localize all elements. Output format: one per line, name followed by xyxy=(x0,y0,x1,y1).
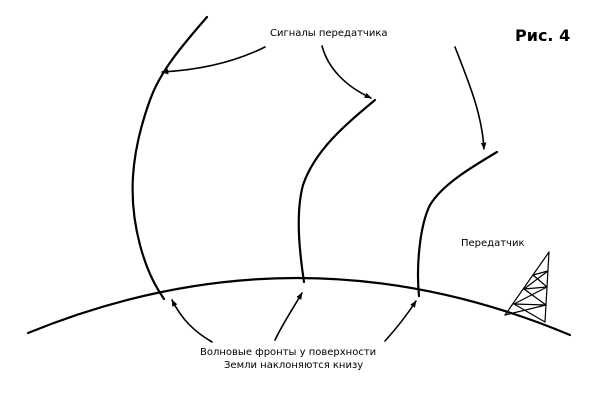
wavefront-arrow-1 xyxy=(171,299,213,343)
figure-label: Рис. 4 xyxy=(515,26,570,45)
wavefront-1 xyxy=(131,15,209,301)
earth-surface xyxy=(26,276,572,337)
transmitter-label: Передатчик xyxy=(461,238,525,249)
transmitter-tower-icon xyxy=(504,251,550,323)
wavefront-3 xyxy=(416,150,499,298)
wavefront-2 xyxy=(297,98,377,284)
wavefront-arrow-3 xyxy=(384,300,417,342)
wavefront-arrow-2 xyxy=(274,292,303,341)
signal-arrow-2 xyxy=(321,45,372,99)
signals-label: Сигналы передатчика xyxy=(270,28,388,39)
signal-arrow-1 xyxy=(161,46,266,75)
signal-arrow-3 xyxy=(454,46,487,150)
wavefronts-caption-line1: Волновые фронты у поверхности xyxy=(200,347,376,358)
wavefronts-caption-line2: Земли наклоняются книзу xyxy=(224,360,363,371)
